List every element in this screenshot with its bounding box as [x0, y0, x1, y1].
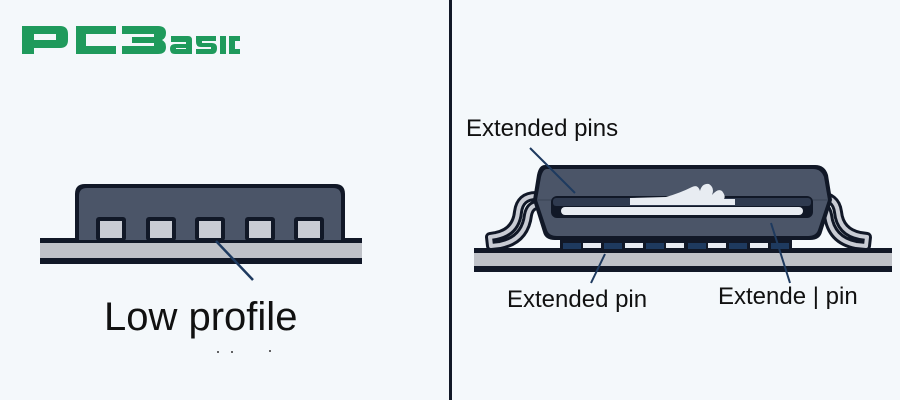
logo-icon	[22, 26, 240, 54]
chip-body	[79, 188, 341, 240]
pcb-board	[40, 243, 362, 258]
bottom-pads	[563, 243, 789, 249]
leader-line-bottom-left	[590, 253, 606, 284]
extended-pin-bar	[561, 207, 803, 215]
leader-line-bottom-right	[770, 222, 791, 284]
bottom-pads-light	[583, 243, 768, 248]
left-panel: Low profile	[0, 0, 449, 400]
chip-pads	[96, 217, 324, 241]
pcb-board	[474, 253, 892, 266]
extended-pin-label-right: Extende | pin	[718, 283, 858, 310]
blob-artifact	[630, 183, 735, 205]
extended-pin-label-left: Extended pin	[507, 286, 648, 313]
pcbasic-logo	[20, 22, 240, 62]
left-lead	[488, 194, 539, 248]
low-profile-label: Low profile	[104, 295, 298, 339]
leader-line	[215, 240, 254, 281]
extended-pins-label: Extended pins	[466, 115, 619, 142]
panel-divider	[449, 0, 452, 400]
low-profile-chip-illustration	[40, 184, 362, 353]
leader-line-top	[529, 147, 576, 194]
